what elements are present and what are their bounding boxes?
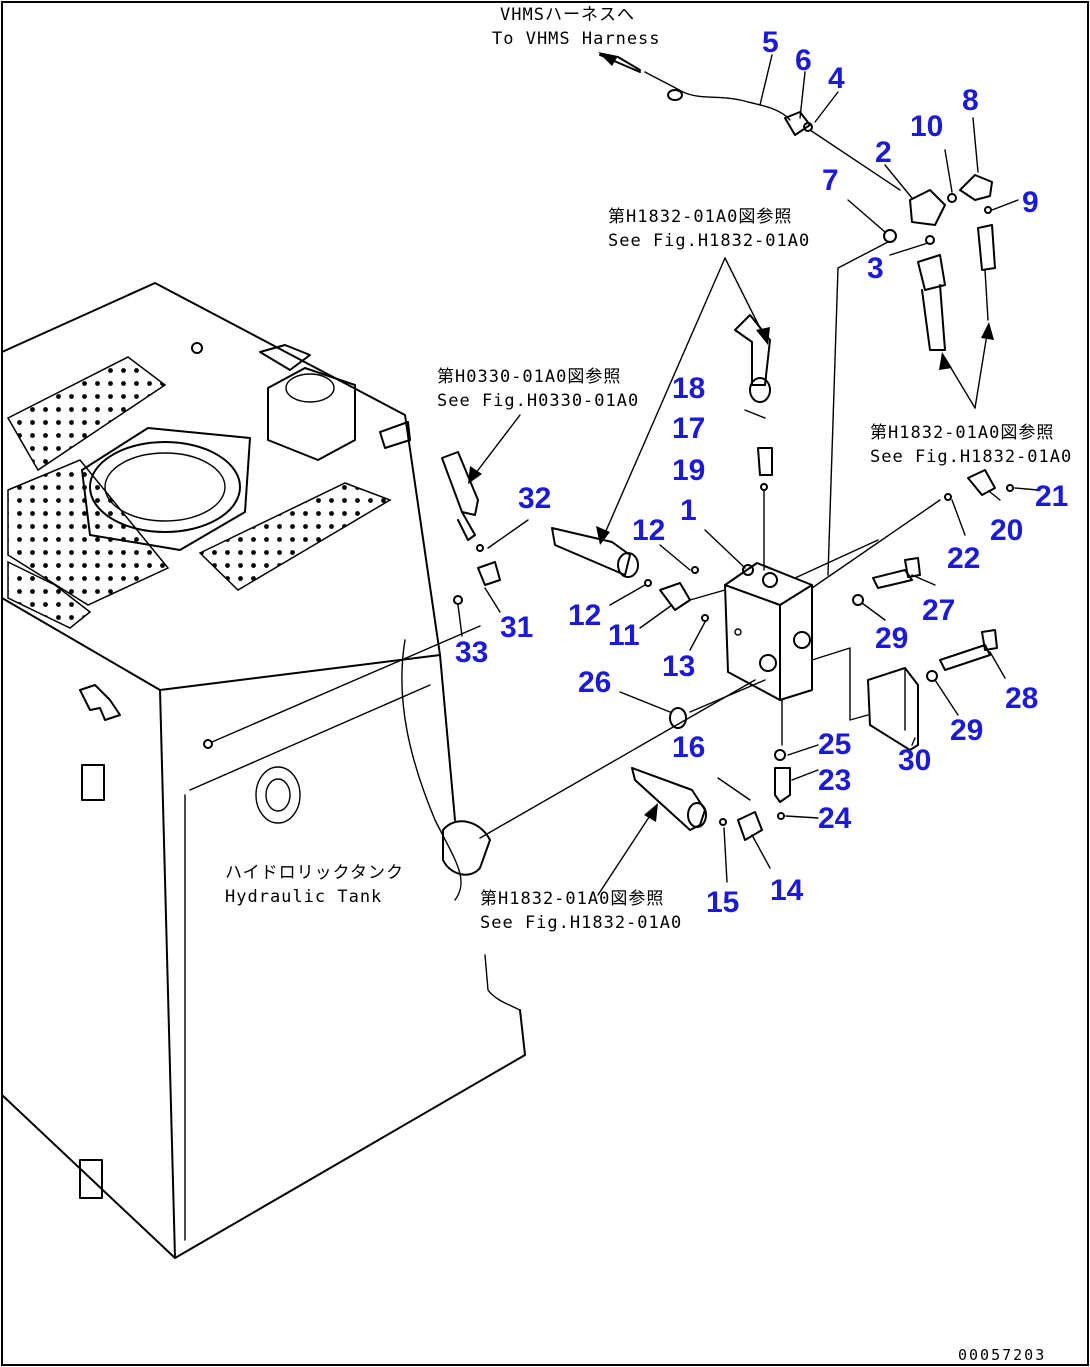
breather-box bbox=[259, 344, 356, 461]
part-number-label: 18 bbox=[672, 372, 705, 405]
leader-lines bbox=[457, 54, 1039, 883]
callout-h0330-ja: 第H0330-01A0図参照 bbox=[437, 367, 621, 387]
part-number-label: 14 bbox=[770, 874, 804, 907]
mounting-plate bbox=[811, 647, 919, 751]
callout-h1832-bottom-ja: 第H1832-01A0図参照 bbox=[480, 889, 664, 909]
sensor-harness bbox=[617, 56, 996, 579]
part-number-label: 9 bbox=[1022, 186, 1039, 219]
hose-assembly-tank bbox=[441, 451, 501, 605]
part-number-label: 22 bbox=[947, 542, 980, 575]
callout-h0330-en: See Fig.H0330-01A0 bbox=[437, 391, 639, 411]
part-number-label: 8 bbox=[962, 84, 979, 117]
part-number-label: 4 bbox=[828, 62, 845, 95]
part-number-label: 13 bbox=[662, 650, 695, 683]
part-number-label: 33 bbox=[455, 636, 488, 669]
callout-h1832-right: 第H1832-01A0図参照 See Fig.H1832-01A0 bbox=[870, 423, 1072, 467]
callout-tank-ja: ハイドロリックタンク bbox=[225, 863, 404, 883]
part-number-label: 5 bbox=[762, 26, 779, 59]
part-number-label: 10 bbox=[910, 110, 943, 143]
bolts-right bbox=[811, 469, 1014, 682]
part-number-label: 7 bbox=[822, 164, 839, 197]
part-number-label: 15 bbox=[706, 886, 739, 919]
lower-fittings bbox=[479, 679, 791, 841]
part-number-label: 6 bbox=[795, 44, 812, 77]
callout-h1832-right-ja: 第H1832-01A0図参照 bbox=[870, 423, 1054, 443]
part-number-label: 16 bbox=[672, 731, 705, 764]
tread-plate bbox=[198, 482, 392, 591]
callout-vhms-en: To VHMS Harness bbox=[492, 29, 661, 49]
part-number-label: 12 bbox=[632, 514, 665, 547]
part-number-label: 23 bbox=[818, 764, 851, 797]
drawing-code: 00057203 bbox=[958, 1346, 1046, 1364]
part-number-label: 20 bbox=[990, 514, 1023, 547]
part-number-label: 19 bbox=[672, 454, 705, 487]
part-number-label: 17 bbox=[672, 412, 705, 445]
part-number-label: 27 bbox=[922, 594, 955, 627]
part-number-label: 21 bbox=[1035, 480, 1068, 513]
hose-18 bbox=[734, 314, 771, 403]
tread-plate bbox=[7, 560, 92, 629]
fitting-17 bbox=[757, 447, 773, 476]
part-number-label: 29 bbox=[950, 714, 983, 747]
callout-h1832-bottom-en: See Fig.H1832-01A0 bbox=[480, 913, 682, 933]
hydraulic-tank bbox=[1, 282, 526, 1259]
tank-filler-hatch bbox=[81, 427, 251, 551]
valve-block bbox=[724, 562, 813, 701]
callout-h1832-top-en: See Fig.H1832-01A0 bbox=[608, 231, 810, 251]
callout-h1832-top: 第H1832-01A0図参照 See Fig.H1832-01A0 bbox=[608, 207, 810, 251]
tread-plate bbox=[7, 459, 170, 606]
part-number-label: 1 bbox=[680, 494, 697, 527]
tread-plate bbox=[6, 356, 167, 472]
part-number-label: 30 bbox=[898, 744, 931, 777]
part-number-label: 29 bbox=[875, 622, 908, 655]
callout-tank-en: Hydraulic Tank bbox=[225, 887, 382, 907]
callout-h1832-right-en: See Fig.H1832-01A0 bbox=[870, 447, 1072, 467]
part-number-label: 24 bbox=[818, 802, 852, 835]
part-number-label: 11 bbox=[608, 619, 640, 652]
part-number-label: 25 bbox=[818, 728, 851, 761]
callout-tank: ハイドロリックタンク Hydraulic Tank bbox=[225, 863, 404, 907]
callout-vhms-ja: VHMSハーネスへ bbox=[500, 5, 635, 25]
o-ring-19 bbox=[760, 483, 768, 491]
callout-h1832-top-ja: 第H1832-01A0図参照 bbox=[608, 207, 792, 227]
part-number-label: 3 bbox=[867, 252, 884, 285]
reference-arrows bbox=[468, 52, 994, 896]
part-number-label: 32 bbox=[518, 482, 551, 515]
part-number-label: 28 bbox=[1005, 682, 1038, 715]
callout-h0330: 第H0330-01A0図参照 See Fig.H0330-01A0 bbox=[437, 367, 639, 411]
part-number-label: 12 bbox=[568, 599, 601, 632]
part-number-label: 26 bbox=[578, 666, 611, 699]
part-number-labels: 1 2 3 4 5 6 7 8 9 10 11 12 12 13 14 15 1… bbox=[455, 26, 1068, 919]
part-number-label: 31 bbox=[500, 611, 533, 644]
part-number-label: 2 bbox=[875, 136, 892, 169]
callout-h1832-bottom: 第H1832-01A0図参照 See Fig.H1832-01A0 bbox=[480, 889, 682, 933]
callout-vhms: VHMSハーネスへ To VHMS Harness bbox=[492, 5, 661, 49]
